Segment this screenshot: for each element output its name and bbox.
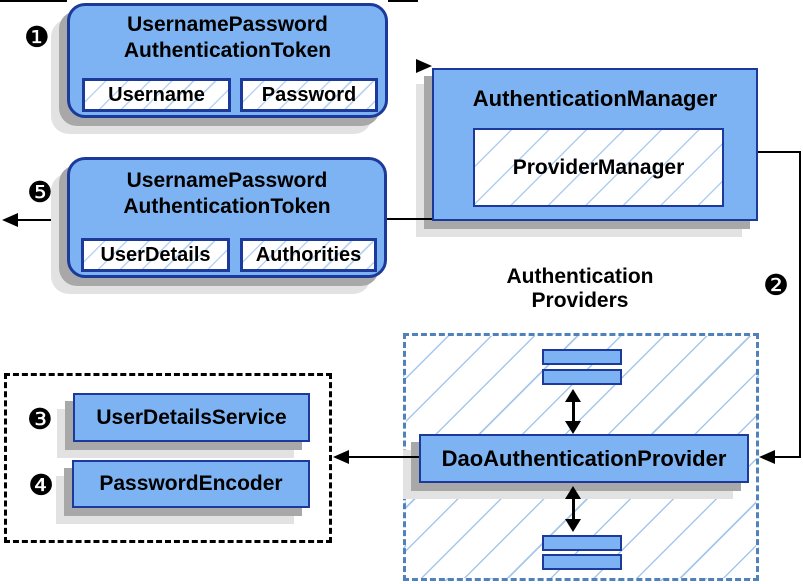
providers-heading-line1: Authentication [506,265,654,288]
username-field-label: Username [108,83,205,106]
provider-stack-top-bar2 [542,369,622,385]
arrowhead-up-icon [565,486,581,499]
dao-authentication-provider-box: DaoAuthenticationProvider [419,434,749,483]
step5-arrow-line [14,219,67,221]
authentication-manager-box: AuthenticationManager ProviderManager [432,68,758,221]
step3-badge: ❸ [27,402,53,436]
arrowhead-left-icon [759,450,775,464]
password-field-box: Password [240,78,378,112]
arrowhead-left-icon [333,450,349,464]
response-token-title: UsernamePassword AuthenticationToken [70,168,384,220]
dao-to-services-line [348,456,419,458]
authentication-manager-title: AuthenticationManager [472,86,718,111]
arrowhead-right-icon [416,59,432,73]
username-field-box: Username [82,78,231,112]
step2-path-top [758,151,801,153]
manager-to-token-line [387,218,432,220]
provider-stack-bottom-bar1 [542,535,622,551]
dao-authentication-provider-label: DaoAuthenticationProvider [441,445,727,471]
response-token-title-line1: UsernamePassword [126,169,328,192]
user-details-service-box: UserDetailsService [73,393,310,442]
step4-badge: ❹ [28,468,54,502]
step2-badge: ❷ [763,268,789,302]
provider-stack-top-bar1 [542,349,622,365]
authorities-field-box: Authorities [240,238,377,272]
provider-manager-box: ProviderManager [473,128,724,207]
user-details-service-label: UserDetailsService [96,405,287,429]
double-arrow-stem [572,496,575,522]
arrowhead-down-icon [565,421,581,434]
userdetails-field-label: UserDetails [100,243,211,266]
response-token-title-line2: AuthenticationToken [123,195,331,218]
provider-manager-label: ProviderManager [512,155,685,179]
providers-heading-line2: Providers [531,289,629,312]
step2-path-vertical [799,151,801,458]
double-arrow-bottom [563,486,583,532]
password-encoder-box: PasswordEncoder [72,460,310,508]
provider-stack-bottom-bar2 [542,554,622,570]
step5-badge: ❺ [27,175,53,209]
arrowhead-left-icon [2,213,18,227]
request-token-box: UsernamePassword AuthenticationToken Use… [67,3,388,118]
double-arrow-stem [572,399,575,424]
step1-incoming-line [0,0,67,2]
request-token-title-line2: AuthenticationToken [123,39,332,62]
password-encoder-label: PasswordEncoder [99,472,283,495]
userdetails-field-box: UserDetails [81,238,230,272]
authorities-field-label: Authorities [255,243,362,266]
request-token-title: UsernamePassword AuthenticationToken [70,12,385,64]
step1-badge: ❶ [24,20,50,54]
services-dashed-box [4,373,332,543]
arrowhead-up-icon [565,389,581,402]
password-field-label: Password [261,83,357,106]
double-arrow-top [563,389,583,434]
step1-arrow-line [388,0,418,2]
request-token-title-line1: UsernamePassword [127,13,328,36]
arrowhead-down-icon [565,519,581,532]
response-token-box: UsernamePassword AuthenticationToken Use… [67,157,387,278]
providers-heading: Authentication Providers [460,265,700,313]
step2-path-bottom [774,456,801,458]
